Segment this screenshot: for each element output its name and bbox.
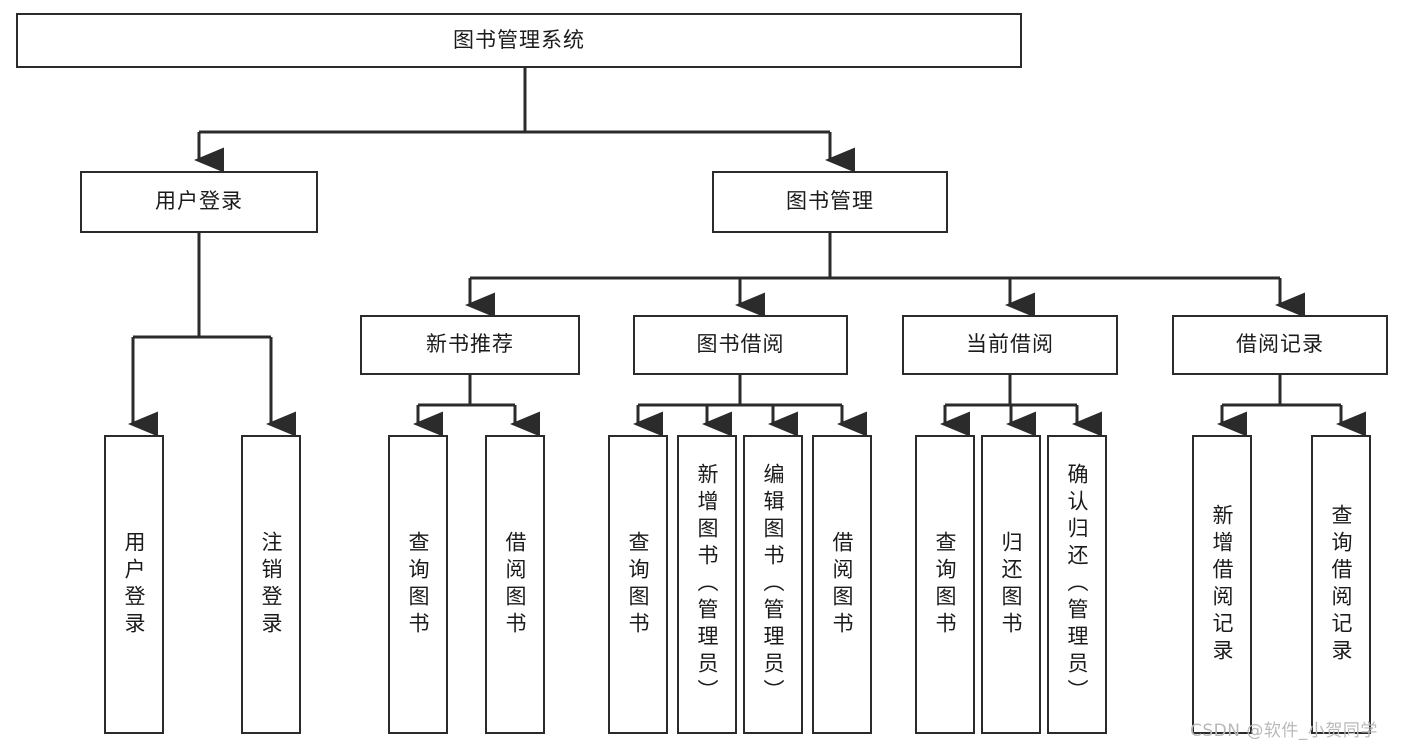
leaf-new-book-query[interactable]: 查询图书 bbox=[388, 435, 448, 734]
leaf-new-book-borrow[interactable]: 借阅图书 bbox=[485, 435, 545, 734]
node-borrow-record[interactable]: 借阅记录 bbox=[1172, 315, 1388, 375]
node-label: 查询图书 bbox=[626, 530, 651, 639]
node-book-management[interactable]: 图书管理 bbox=[712, 171, 948, 233]
leaf-book-borrow-edit[interactable]: 编辑图书（管理员） bbox=[743, 435, 803, 734]
leaf-borrow-record-add[interactable]: 新增借阅记录 bbox=[1192, 435, 1252, 734]
leaf-book-borrow-borrow[interactable]: 借阅图书 bbox=[812, 435, 872, 734]
node-label: 用户登录 bbox=[122, 530, 147, 639]
node-root-system[interactable]: 图书管理系统 bbox=[16, 13, 1022, 68]
node-label: 确认归还（管理员） bbox=[1065, 463, 1090, 706]
node-label: 当前借阅 bbox=[966, 332, 1054, 357]
node-label: 新增借阅记录 bbox=[1210, 503, 1235, 666]
leaf-borrow-record-query[interactable]: 查询借阅记录 bbox=[1311, 435, 1371, 734]
node-label: 用户登录 bbox=[155, 189, 243, 214]
node-label: 注销登录 bbox=[259, 530, 284, 639]
leaf-book-borrow-add[interactable]: 新增图书（管理员） bbox=[677, 435, 737, 734]
leaf-user-login-logout[interactable]: 注销登录 bbox=[241, 435, 301, 734]
node-user-login[interactable]: 用户登录 bbox=[80, 171, 318, 233]
leaf-current-borrow-query[interactable]: 查询图书 bbox=[915, 435, 975, 734]
node-book-borrow[interactable]: 图书借阅 bbox=[633, 315, 848, 375]
node-label: 图书管理 bbox=[786, 189, 874, 214]
node-label: 归还图书 bbox=[999, 530, 1024, 639]
node-label: 借阅图书 bbox=[503, 530, 528, 639]
node-label: 查询图书 bbox=[933, 530, 958, 639]
node-new-book-recommend[interactable]: 新书推荐 bbox=[360, 315, 580, 375]
leaf-book-borrow-query[interactable]: 查询图书 bbox=[608, 435, 668, 734]
node-label: 图书借阅 bbox=[696, 332, 785, 357]
node-label: 新书推荐 bbox=[426, 332, 514, 357]
leaf-user-login-login[interactable]: 用户登录 bbox=[104, 435, 164, 734]
node-current-borrow[interactable]: 当前借阅 bbox=[902, 315, 1118, 375]
csdn-watermark: CSDN @软件_小贺同学 bbox=[1190, 721, 1378, 741]
node-label: 查询图书 bbox=[406, 530, 431, 639]
leaf-current-borrow-return[interactable]: 归还图书 bbox=[981, 435, 1041, 734]
node-label: 新增图书（管理员） bbox=[695, 463, 720, 706]
node-label: 借阅图书 bbox=[830, 530, 855, 639]
node-label: 图书管理系统 bbox=[453, 27, 585, 52]
node-label: 编辑图书（管理员） bbox=[761, 463, 786, 706]
node-label: 借阅记录 bbox=[1236, 332, 1324, 357]
node-label: 查询借阅记录 bbox=[1329, 503, 1354, 666]
leaf-current-borrow-confirm-return[interactable]: 确认归还（管理员） bbox=[1047, 435, 1107, 734]
